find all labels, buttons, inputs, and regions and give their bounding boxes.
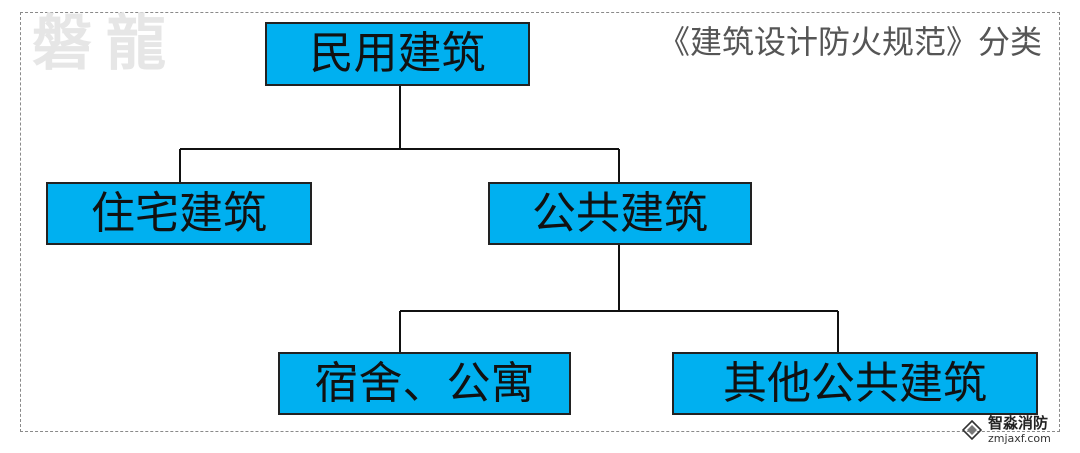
watermark-logo: 磐龍 bbox=[32, 9, 180, 79]
brand-url: zmjaxf.com bbox=[988, 432, 1051, 445]
node-dormitory-apartment: 宿舍、公寓 bbox=[278, 352, 571, 415]
diagram-frame bbox=[20, 12, 1060, 432]
brand-watermark: 智淼消防 zmjaxf.com bbox=[962, 416, 1051, 444]
node-civil-buildings: 民用建筑 bbox=[265, 22, 530, 86]
diamond-logo-icon bbox=[962, 420, 982, 440]
diagram-subtitle: 《建筑设计防火规范》分类 bbox=[657, 23, 1042, 61]
brand-name: 智淼消防 bbox=[988, 414, 1049, 432]
node-public-buildings: 公共建筑 bbox=[488, 182, 752, 245]
node-other-public-buildings: 其他公共建筑 bbox=[672, 352, 1038, 415]
node-residential-buildings: 住宅建筑 bbox=[46, 182, 312, 245]
